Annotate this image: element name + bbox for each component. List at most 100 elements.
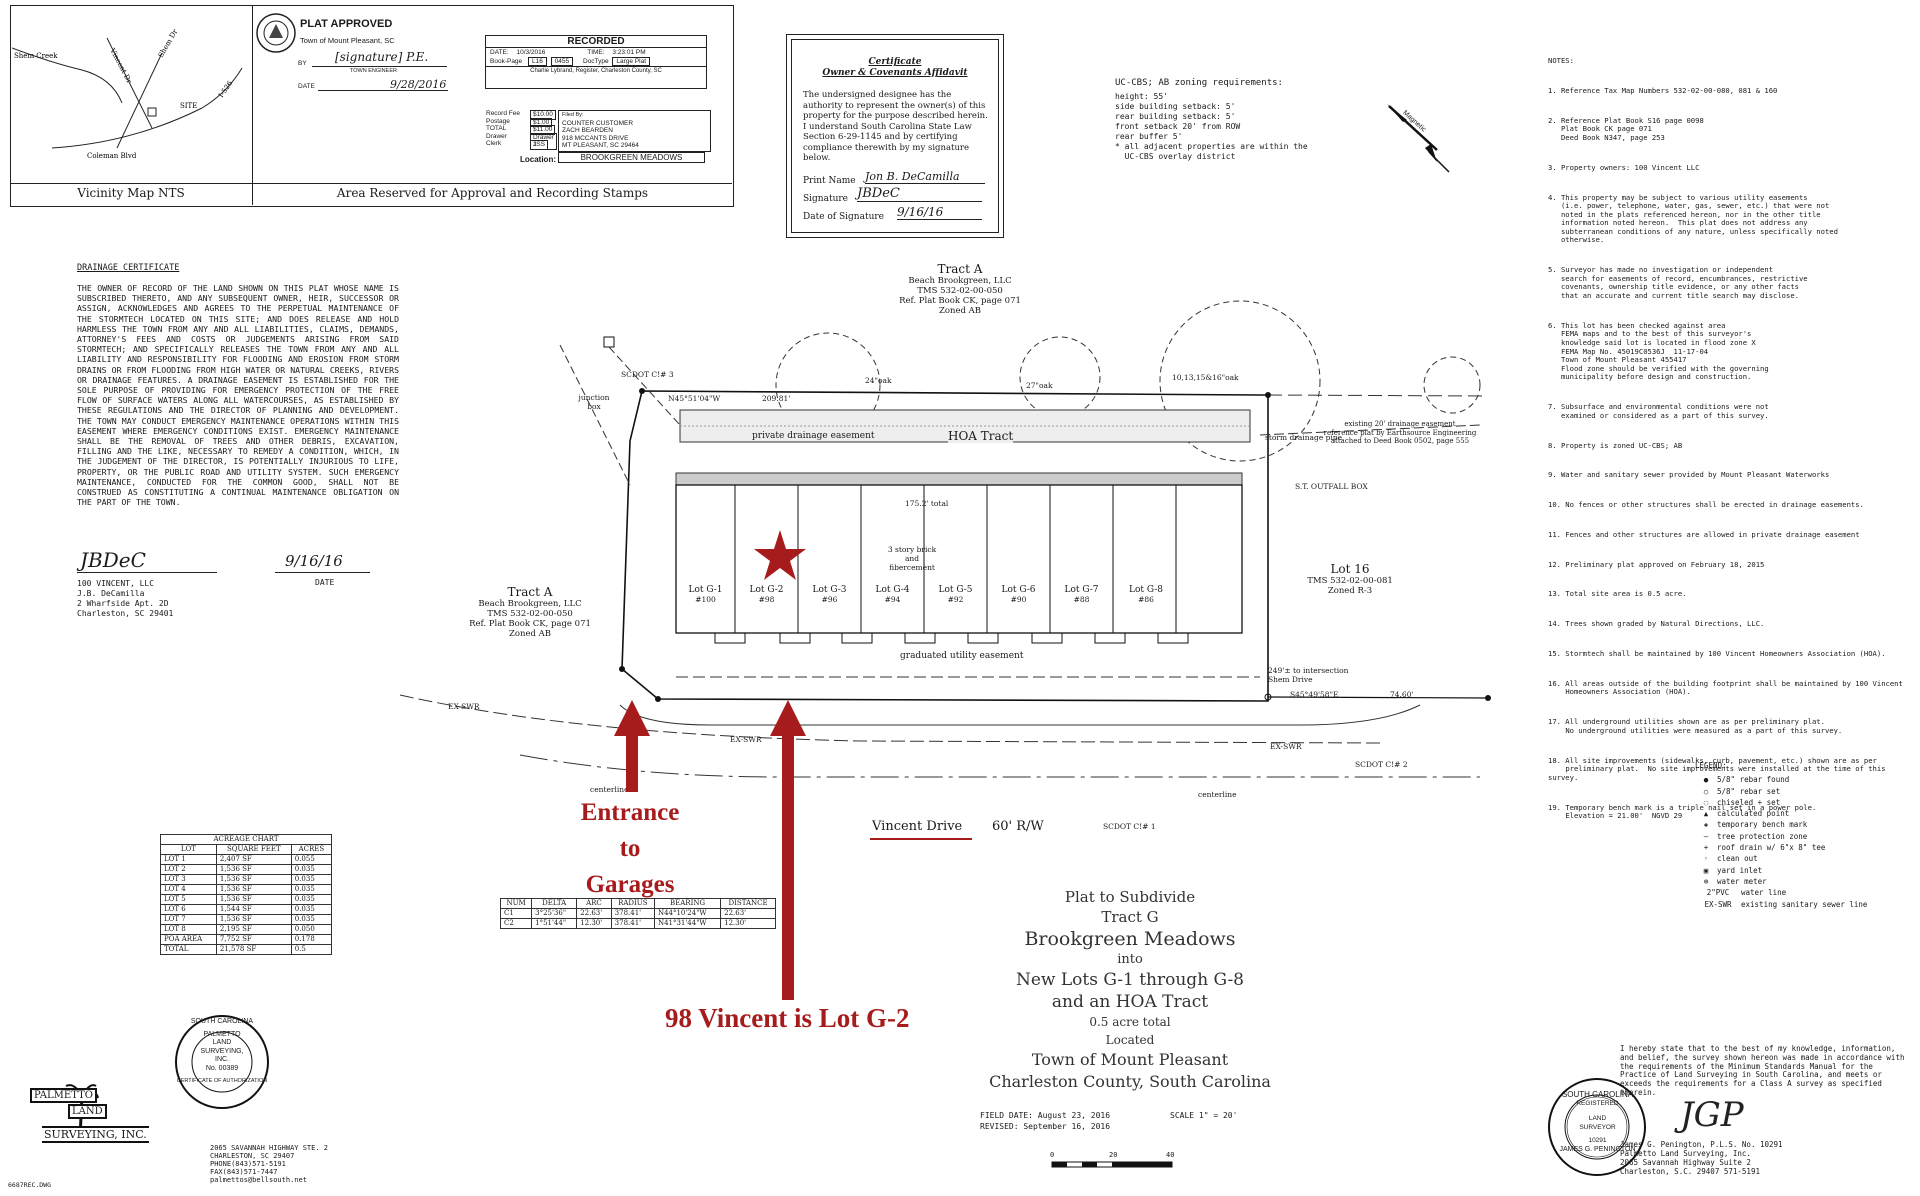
cell: LOT 5 <box>160 894 217 905</box>
cell: 3°25'36" <box>531 908 578 919</box>
certificate-date: 9/16/16 <box>897 205 982 220</box>
curve-header-cell: DELTA <box>531 898 578 909</box>
entrance-arrow-icon <box>614 700 650 792</box>
surveyor-line: Charleston, S.C. 29407 571-5191 <box>1620 1167 1760 1176</box>
note-item: 5. Surveyor has made no investigation or… <box>1548 265 1808 301</box>
legend-item: ○5/8" rebar set <box>1695 786 1915 797</box>
recorded-doctype: Large Plat <box>612 57 651 66</box>
curve-table: NUM DELTA ARC RADIUS BEARING DISTANCE C1… <box>499 898 776 929</box>
lot-name: Lot G-7 <box>1064 585 1099 595</box>
certificate-signature-label: Signature <box>803 194 849 204</box>
curve-header-cell: DISTANCE <box>720 898 776 909</box>
company-seal-line: LAND <box>212 1039 232 1047</box>
cell: LOT 8 <box>160 924 217 935</box>
tract-a-top-line: TMS 532-02-00-050 <box>917 286 1003 296</box>
note-item: 10. No fences or other structures shall … <box>1548 500 1864 510</box>
junction-box-icon <box>603 336 615 348</box>
cell: 0.035 <box>290 874 333 885</box>
recorded-date: 10/3/2016 <box>516 49 546 56</box>
certificate-title: Certificate <box>868 57 922 67</box>
lot-addr: #98 <box>758 595 775 604</box>
legend-item: ◈temporary bench mark <box>1695 819 1915 830</box>
fee-value: JSS <box>530 140 548 150</box>
drainage-sig-line <box>77 572 217 573</box>
tract-a-left: Tract A Beach Brookgreen, LLC TMS 532-02… <box>445 585 615 639</box>
zoning-title: UC-CBS; AB zoning requirements: <box>1115 78 1283 88</box>
tree-cluster-oak <box>1159 300 1321 462</box>
legend-symbol: EX-SWR <box>1704 899 1732 909</box>
lot-16-line: Zoned R-3 <box>1327 586 1373 596</box>
lot-g8: Lot G-8#86 <box>1113 585 1179 604</box>
legend-symbol: ● <box>1703 775 1709 785</box>
plat-approved-by: BY <box>298 60 307 67</box>
field-date: FIELD DATE: August 23, 2016 <box>980 1111 1111 1120</box>
note-item: 14. Trees shown graded by Natural Direct… <box>1548 619 1765 629</box>
recorded-doctype-label: DocType <box>582 58 609 65</box>
surveyor-line: 2065 Savannah Highway Suite 2 <box>1620 1158 1751 1167</box>
lot-g2-arrow-icon <box>770 700 806 1000</box>
cell: 1,536 SF <box>215 874 292 885</box>
tract-a-left-line: Zoned AB <box>508 629 552 639</box>
fee-label: Record Fee <box>486 110 520 117</box>
cell: TOTAL <box>160 944 217 955</box>
sewer-line <box>399 694 1381 744</box>
legend-symbol: ⊕ <box>1703 876 1709 886</box>
lot-name: Lot G-1 <box>688 585 723 595</box>
to-intersection-label: 249'± to intersection Shem Drive <box>1268 666 1349 684</box>
address-line: PHONE(843)571-5191 <box>210 1160 286 1168</box>
legend-label: existing sanitary sewer line <box>1741 899 1868 909</box>
cell: 0.035 <box>290 884 333 895</box>
distance-bottom-right: 74.60' <box>1390 690 1414 699</box>
title-line: Town of Mount Pleasant <box>1031 1050 1229 1069</box>
lot-name: Lot G-6 <box>1001 585 1036 595</box>
cell: 1,544 SF <box>215 904 292 915</box>
cell: N44°10'24"W <box>653 908 722 919</box>
distance-top: 209.81' <box>762 394 791 403</box>
cell: 0.035 <box>290 864 333 875</box>
note-item: 9. Water and sanitary sewer provided by … <box>1548 470 1830 480</box>
area-reserved-label: Area Reserved for Approval and Recording… <box>336 186 649 200</box>
road-name: Vincent Drive <box>872 819 963 834</box>
zoning-line: rear buffer 5' <box>1115 132 1183 141</box>
cell: LOT 7 <box>160 914 217 925</box>
legend-label: yard inlet <box>1717 865 1763 875</box>
legend-symbol: ◦ <box>1703 854 1709 864</box>
lot-16-title: Lot 16 <box>1330 562 1370 576</box>
certificate-subtitle: Owner & Covenants Affidavit <box>822 68 968 78</box>
surveyor-cert: I hereby state that to the best of my kn… <box>1620 1044 1905 1097</box>
recorded-register: Charlie Lybrand, Register, Charleston Co… <box>486 66 706 74</box>
tree-27-oak <box>1019 336 1101 418</box>
site-plan <box>399 300 1491 778</box>
seal-line: SURVEYOR <box>1579 1124 1616 1131</box>
cell: 7,752 SF <box>215 934 292 945</box>
cell: 22.63' <box>576 908 612 919</box>
centerline-label: centerline <box>590 785 629 794</box>
road-row: 60' R/W <box>992 819 1044 834</box>
recorded-time-label: TIME: <box>587 49 605 56</box>
legend-item: EX-SWR existing sanitary sewer line <box>1695 899 1915 910</box>
lot-g5: Lot G-5#92 <box>924 585 987 604</box>
note-item: 4. This property may be subject to vario… <box>1548 192 1838 245</box>
lot-g2-star-icon <box>754 530 806 580</box>
lot-g6: Lot G-6#90 <box>987 585 1050 604</box>
recorded-fees: Record Fee $10.00 Postage $1.00 TOTAL $1… <box>486 110 557 150</box>
owner-line: J.B. DeCamilla <box>77 589 145 598</box>
recorded-stamp: RECORDED DATE: 10/3/2016 TIME: 3:23:01 P… <box>485 35 707 89</box>
tree-small <box>1423 356 1481 414</box>
acreage-chart: ACREAGE CHART LOT SQUARE FEET ACRES LOT … <box>160 834 333 955</box>
recorded-date-row: DATE: 10/3/2016 TIME: 3:23:01 PM <box>486 48 706 57</box>
cell: 0.055 <box>290 854 333 865</box>
note-item: 7. Subsurface and environmental conditio… <box>1548 402 1769 420</box>
cell: 378.41' <box>610 918 655 929</box>
lot-name: Lot G-5 <box>938 585 973 595</box>
lot-name: Lot G-3 <box>812 585 847 595</box>
fee-label: TOTAL <box>486 125 507 132</box>
cell: N41°31'44"W <box>653 918 722 929</box>
centerline-label: centerline <box>1198 790 1237 799</box>
legend-symbol: + <box>1703 843 1709 853</box>
acreage-title: ACREAGE CHART <box>160 834 332 845</box>
